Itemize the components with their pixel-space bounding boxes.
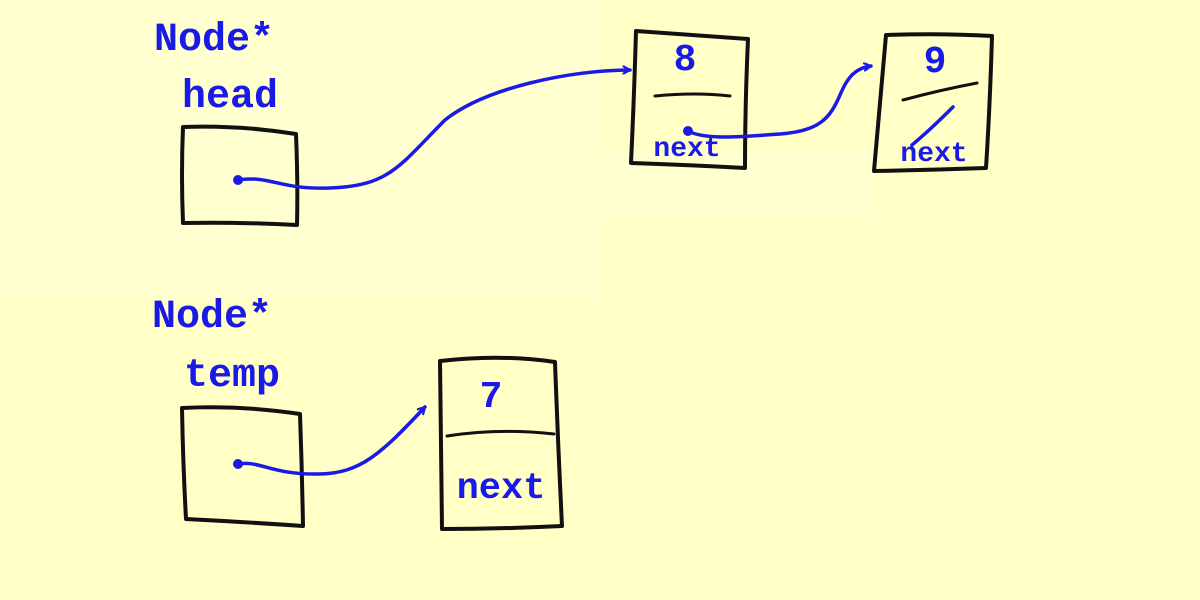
node-value: 9 [923,41,947,84]
node-box-8 [629,29,750,170]
node-value: 8 [673,39,697,82]
node-divider-8 [653,92,732,98]
node-divider-9 [901,81,979,102]
next-to-node-arrow [686,66,873,139]
node-next-field: next [456,468,546,510]
temp-pointer-box [180,405,305,528]
head-to-node-arrow [236,70,632,190]
node-next-field: next [653,134,721,165]
temp-type-label: Node* [152,295,273,340]
temp-pointer-dot [233,459,243,469]
node-box-7 [438,355,564,531]
next-pointer-dot [683,126,693,136]
null-pointer-slash [910,105,955,147]
node-box-9 [872,32,994,173]
node-next-field: next [900,139,968,170]
background-patch [495,150,875,220]
head-pointer-dot [233,175,243,185]
temp-name-label: temp [184,354,281,399]
temp-to-node-arrow [236,405,427,476]
node-value: 7 [479,376,503,419]
node-divider-7 [445,429,556,438]
head-pointer-box [180,124,300,227]
head-name-label: head [182,75,279,120]
head-type-label: Node* [154,18,275,63]
